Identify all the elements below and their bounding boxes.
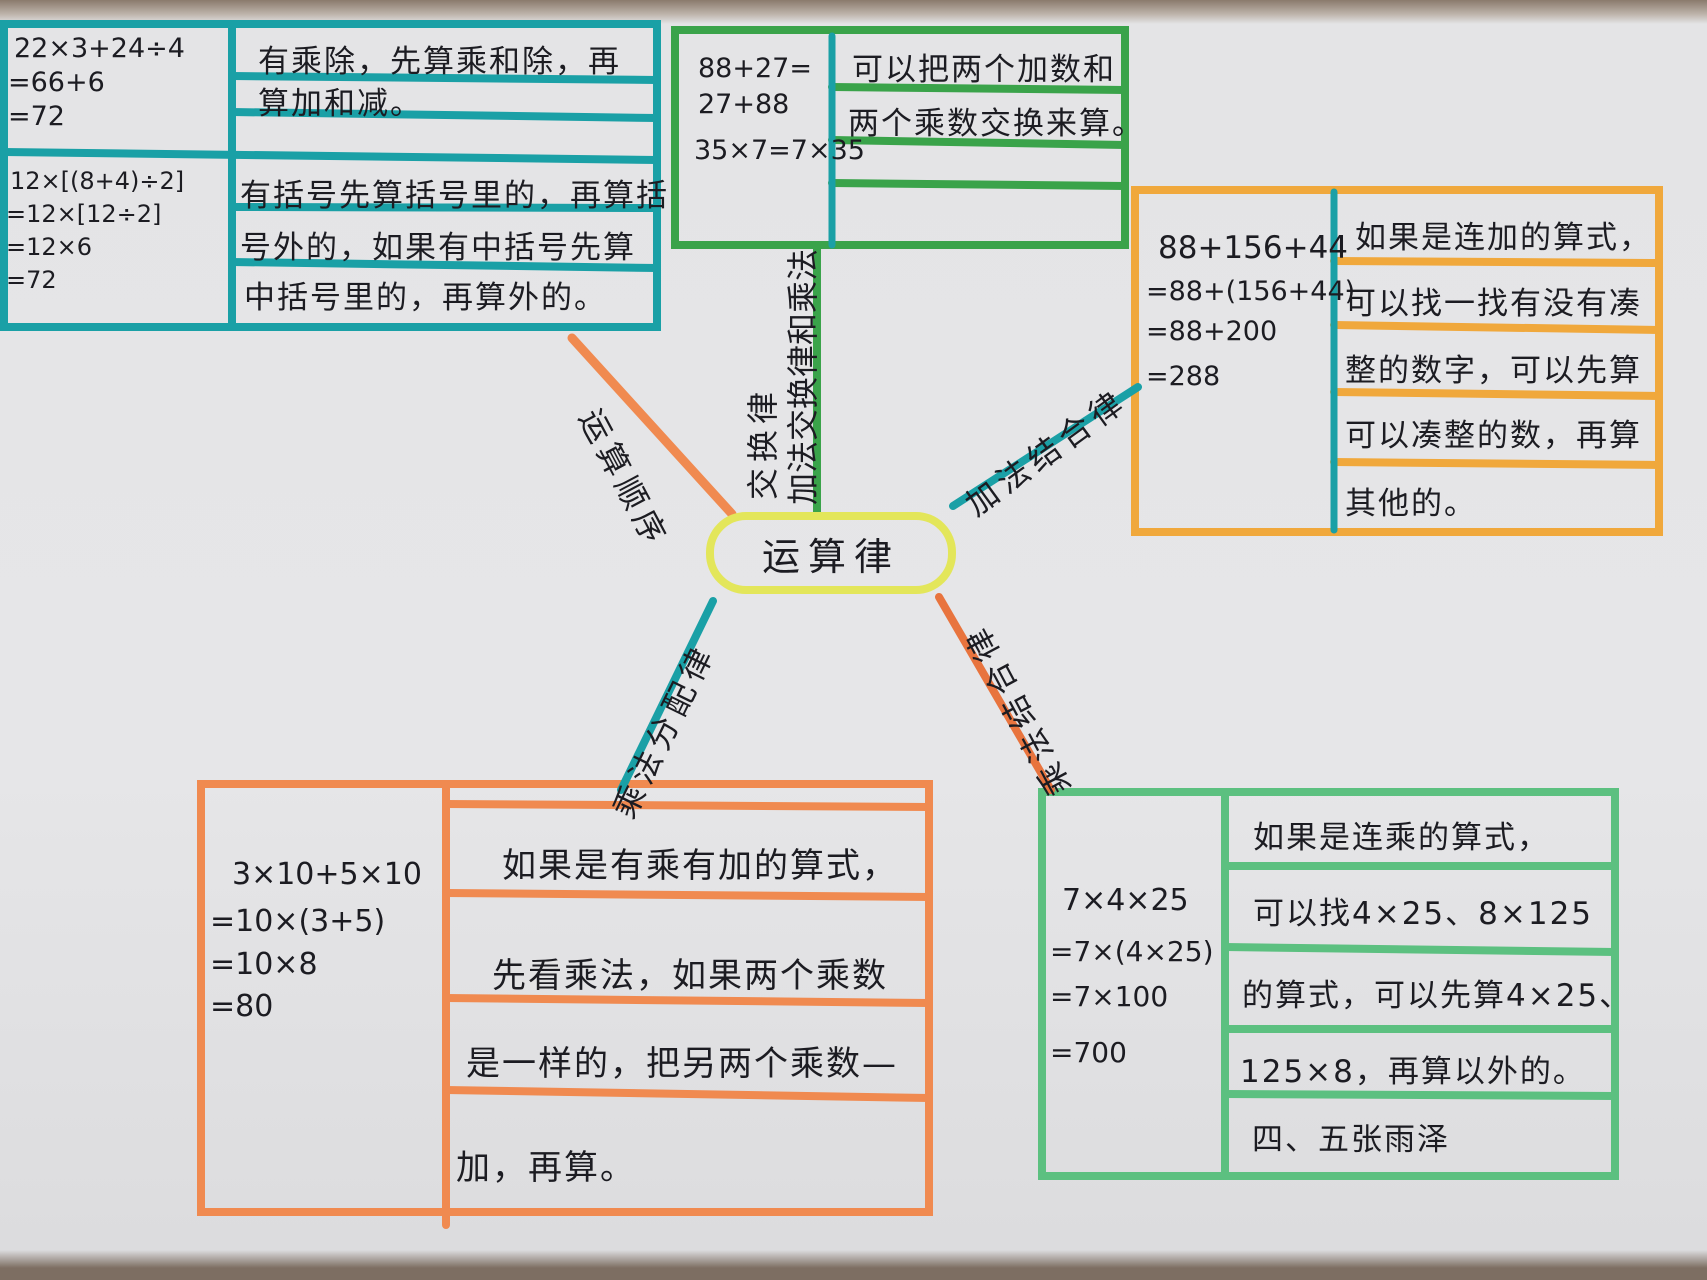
distributive-example: =10×8 <box>210 947 318 982</box>
order-box <box>0 20 661 331</box>
mul-assoc-example: =7×(4×25) <box>1050 935 1214 968</box>
order-example: =12×6 <box>6 233 93 261</box>
mul-assoc-example: 7×4×25 <box>1062 883 1189 918</box>
add-assoc-note: 其他的。 <box>1345 486 1477 522</box>
commutative-example: 88+27= <box>698 53 812 84</box>
add-assoc-example: 88+156+44 <box>1158 230 1349 266</box>
order-note: 中括号里的，再算外的。 <box>244 280 607 316</box>
order-example: =12×[12÷2] <box>6 200 162 228</box>
order-note: 有括号先算括号里的，再算括 <box>240 178 669 214</box>
distributive-example: =10×(3+5) <box>210 904 386 939</box>
add-assoc-example: =88+(156+44) <box>1146 276 1356 307</box>
commutative-label-2: 加法交换律和乘法 <box>784 248 822 505</box>
add-assoc-example: =288 <box>1146 361 1221 392</box>
order-example: 12×[(8+4)÷2] <box>10 167 185 195</box>
distributive-example: 3×10+5×10 <box>232 857 422 892</box>
commutative-example: 35×7=7×35 <box>694 135 865 166</box>
commutative-note: 可以把两个加数和 <box>852 52 1116 88</box>
order-note: 算加和减。 <box>258 86 423 122</box>
mul-assoc-example: =700 <box>1050 1036 1127 1069</box>
mul-assoc-note: 可以找4×25、8×125 <box>1253 896 1594 932</box>
center-title: 运算律 <box>761 534 900 579</box>
order-example: =66+6 <box>8 67 105 98</box>
connector-mul-assoc <box>935 593 1055 794</box>
distributive-note: 加，再算。 <box>456 1148 636 1188</box>
order-example: =72 <box>8 101 65 132</box>
mul-assoc-note: 的算式，可以先算4×25、 <box>1242 978 1633 1014</box>
order-example: =72 <box>6 266 57 294</box>
add-assoc-note: 可以凑整的数，再算 <box>1345 418 1642 454</box>
add-assoc-note: 可以找一找有没有凑 <box>1345 286 1642 322</box>
connector-order <box>567 333 737 519</box>
center-node: 运算律 <box>706 512 956 594</box>
distributive-note: 先看乘法，如果两个乘数 <box>492 956 888 996</box>
order-note: 有乘除，先算乘和除，再 <box>258 44 621 80</box>
add-assoc-note: 如果是连加的算式， <box>1355 220 1652 256</box>
distributive-box <box>197 780 933 1229</box>
mul-assoc-note: 125×8，再算以外的。 <box>1240 1054 1586 1090</box>
distributive-note: 如果是有乘有加的算式， <box>502 846 898 886</box>
commutative-example: 27+88 <box>698 89 790 120</box>
distributive-note: 是一样的，把另两个乘数— <box>466 1044 898 1084</box>
add-assoc-note: 整的数字，可以先算 <box>1345 353 1642 389</box>
connector-distributive <box>617 597 717 794</box>
commutative-box <box>671 26 1129 516</box>
connector-add-assoc <box>949 383 1142 510</box>
distributive-example: =80 <box>210 989 274 1024</box>
mul-assoc-note: 如果是连乘的算式， <box>1253 820 1550 856</box>
commutative-note: 两个乘数交换来算。 <box>848 106 1145 142</box>
order-note: 号外的，如果有中括号先算 <box>240 230 636 266</box>
add-assoc-box <box>1131 186 1663 536</box>
order-example: 22×3+24÷4 <box>14 33 185 64</box>
add-assoc-example: =88+200 <box>1146 316 1278 347</box>
mul-assoc-example: =7×100 <box>1050 980 1169 1013</box>
mul-assoc-note: 四、五张雨泽 <box>1252 1122 1450 1158</box>
mul-assoc-box <box>1038 788 1619 1180</box>
